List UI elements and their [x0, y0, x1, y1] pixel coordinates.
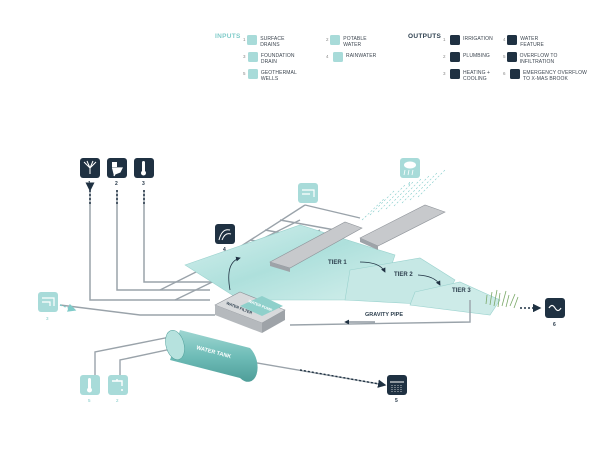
legend-input-geothermal-wells: 5 GEOTHERMAL WELLS: [243, 69, 297, 82]
legend-output-overflow-infiltration: 5 OVERFLOW TO INFILTRATION: [503, 52, 558, 65]
rain-lines: [361, 169, 446, 221]
inputs-title: INPUTS: [215, 33, 241, 40]
svg-text:5: 5: [395, 398, 398, 404]
filter-pump-box: [214, 291, 286, 333]
tier-3-label: TIER 3: [452, 288, 471, 294]
fountain-icon: [507, 35, 518, 45]
svg-text:3: 3: [46, 316, 49, 321]
gravity-pipe-label: GRAVITY PIPE: [365, 312, 403, 318]
output-infiltration-callout: 5: [387, 375, 407, 404]
svg-text:2: 2: [116, 398, 119, 403]
input-potable-water-callout: 2: [108, 375, 128, 403]
faucet-icon: [330, 35, 341, 45]
canopy-right: [359, 204, 446, 250]
svg-text:6: 6: [553, 322, 556, 328]
thermometer-icon: [247, 69, 258, 79]
svg-text:4: 4: [408, 181, 411, 186]
svg-text:3: 3: [142, 181, 145, 187]
legend-input-rainwater: 4 RAINWATER: [326, 52, 376, 64]
legend-output-water-feature: 4 WATER FEATURE: [503, 35, 544, 48]
output-plumbing-callout: 2: [107, 158, 127, 187]
output-emergency-overflow-callout: 6: [545, 298, 565, 328]
tier-flow-arrows: [228, 256, 441, 291]
tier-1-label: TIER 1: [328, 260, 347, 266]
svg-text:4: 4: [223, 247, 226, 253]
drain-icon: [298, 183, 318, 203]
canopy-left: [269, 221, 363, 272]
input-foundation-drain-callout: 3: [38, 292, 58, 321]
infiltration-icon: [387, 375, 407, 395]
fountain-icon: [215, 224, 235, 244]
tier-3-surface: [409, 281, 501, 316]
legend-output-irrigation: 1 IRRIGATION: [443, 35, 493, 47]
bioswale-grass: [485, 289, 519, 309]
tier-2-label: TIER 2: [394, 272, 413, 278]
input-geothermal-callout: 5: [80, 375, 100, 403]
faucet-icon: [108, 375, 128, 395]
rain-icon: [333, 52, 343, 62]
input-rainwater-callout: 4: [400, 158, 420, 186]
svg-text:2: 2: [115, 181, 118, 187]
drain-icon: [247, 35, 258, 45]
legend-output-emergency-overflow: 6 EMERGENCY OVERFLOW TO X-MAS BROOK: [503, 69, 587, 82]
legend-input-surface-drains: 1 SURFACE DRAINS: [243, 35, 285, 48]
thermometer-icon: [450, 69, 460, 79]
output-heating-cooling-callout: 3: [134, 158, 154, 187]
svg-text:5: 5: [88, 398, 91, 403]
lower-pipes: [59, 303, 542, 388]
output-water-feature-callout: 4: [215, 224, 235, 253]
sprinkler-icon: [450, 35, 460, 45]
foundation-drain-icon: [247, 52, 258, 62]
svg-text:1: 1: [88, 181, 91, 187]
output-pipes: [85, 182, 215, 301]
outputs-title: OUTPUTS: [408, 33, 442, 40]
legend-input-foundation-drain: 3 FOUNDATION DRAIN: [243, 52, 295, 65]
toilet-icon: [450, 52, 460, 62]
water-tank: [165, 330, 258, 382]
gravity-pipe: [289, 300, 471, 326]
legend-output-plumbing: 2 PLUMBING: [443, 52, 490, 64]
legend-input-potable-water: 2 POTABLE WATER: [326, 35, 367, 48]
legend-output-heating-cooling: 3 HEATING + COOLING: [443, 69, 491, 82]
input-surface-drain-callout: [298, 183, 318, 203]
output-irrigation-callout: 1: [80, 158, 100, 187]
infiltration-icon: [506, 52, 517, 62]
wave-icon: [510, 69, 520, 79]
